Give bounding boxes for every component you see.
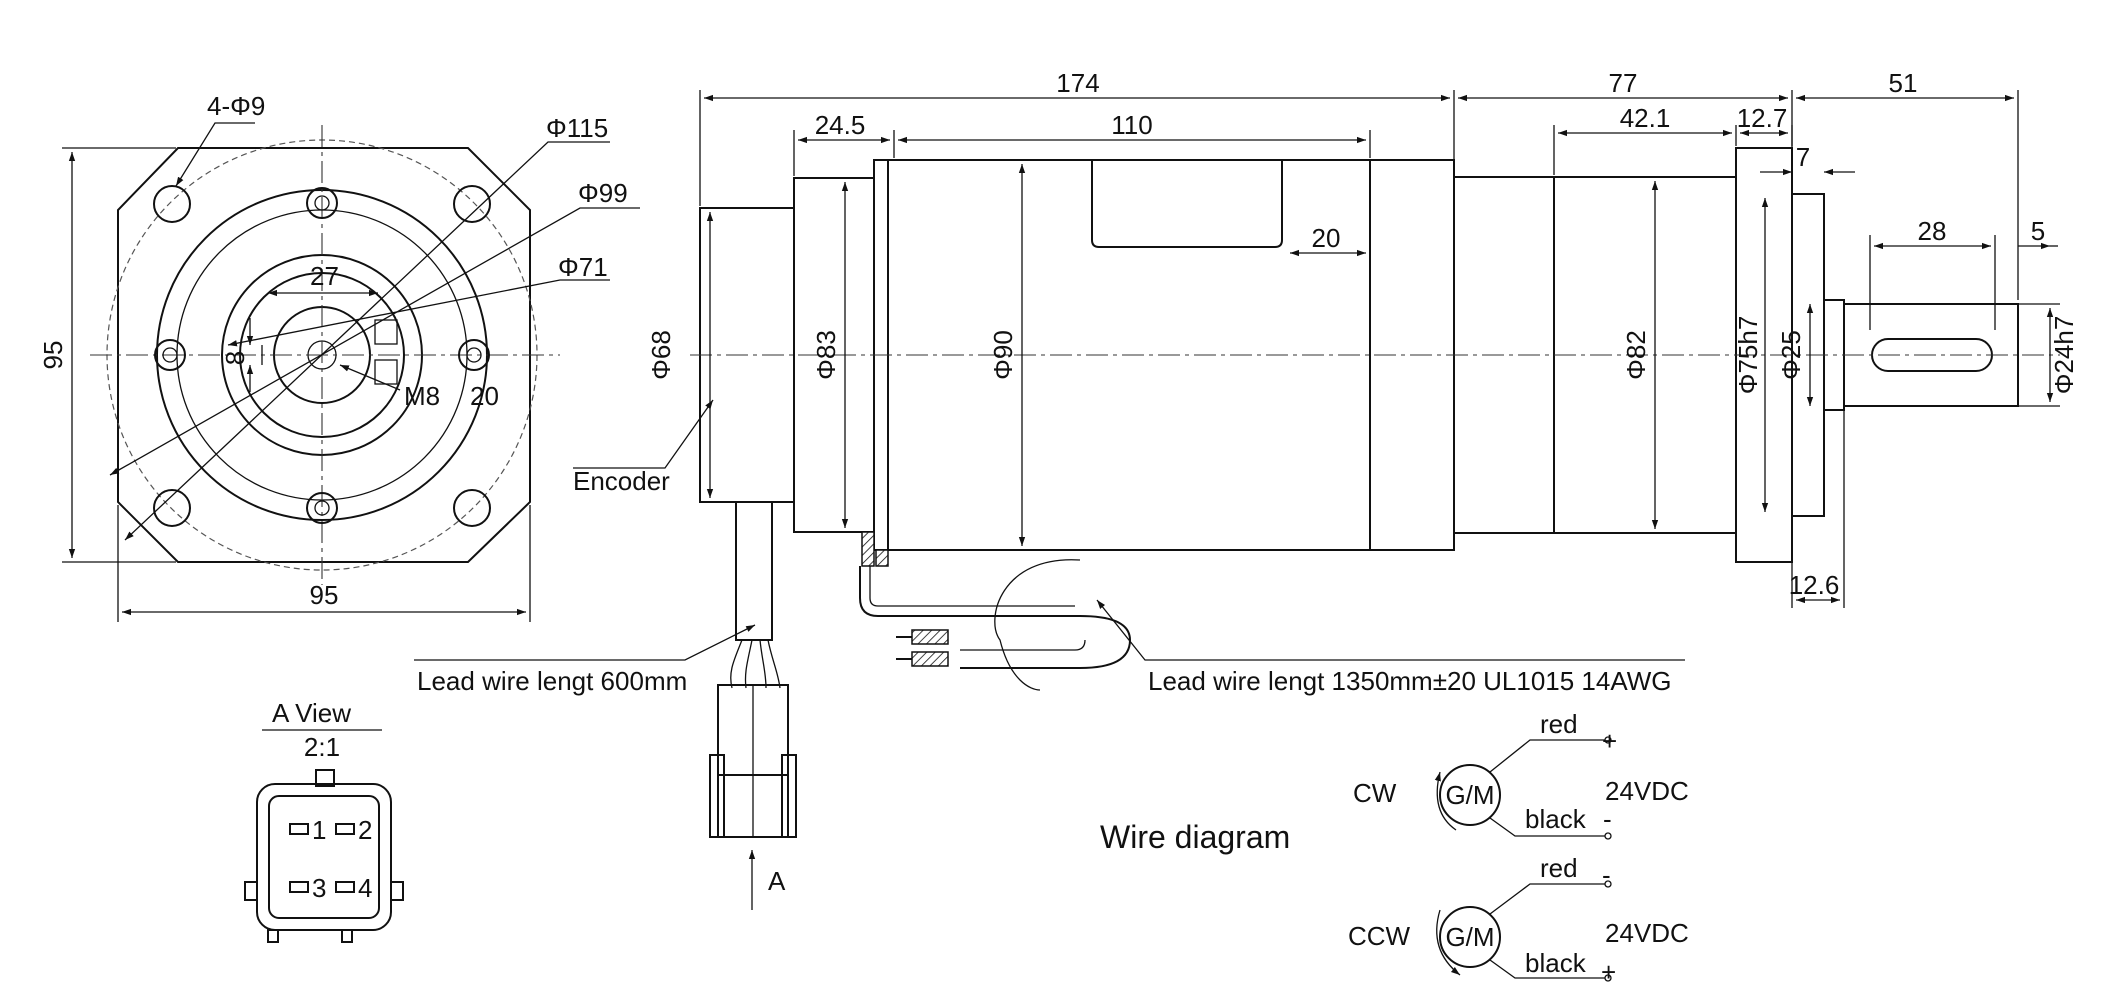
view-a-marker: A: [768, 866, 786, 896]
cw-voltage: 24VDC: [1605, 776, 1689, 806]
dim-d75: Φ75h7: [1733, 316, 1763, 395]
ccw-minus-sign: -: [1602, 860, 1611, 890]
pin-2-label: 2: [358, 815, 372, 845]
ccw-label: CCW: [1348, 921, 1411, 951]
connector-view: A View 2:1 1 2 3 4: [245, 698, 403, 942]
thread-label: M8: [404, 381, 440, 411]
short-lead-cable: [710, 502, 796, 837]
ccw-black-wire: black: [1525, 948, 1587, 978]
dim-51: 51: [1889, 68, 1918, 98]
dim-d90: Φ90: [988, 330, 1018, 380]
encoder-label: Encoder: [573, 466, 670, 496]
dim-d83: Φ83: [811, 330, 841, 380]
height-label: 95: [38, 341, 68, 370]
scale-label: 2:1: [304, 732, 340, 762]
dim-28: 28: [1918, 216, 1947, 246]
d27-label: 27: [310, 261, 339, 291]
bolt-hole-label: 4-Φ9: [207, 91, 265, 121]
dim-12-6: 12.6: [1789, 570, 1840, 600]
view-label: A View: [272, 698, 351, 728]
pin-3-socket: [290, 882, 308, 892]
pin-3-label: 3: [312, 873, 326, 903]
d99-label: Φ99: [578, 178, 628, 208]
dim-20: 20: [1312, 223, 1341, 253]
long-lead-label: Lead wire lengt 1350mm±20 UL1015 14AWG: [1148, 666, 1672, 696]
dim-d25: Φ25: [1776, 330, 1806, 380]
front-view: 4-Φ9 Φ115 Φ99 Φ71 27 8 M8 20 95 95: [38, 91, 640, 622]
d71-label: Φ71: [558, 252, 608, 282]
wire-diagram-title: Wire diagram: [1100, 819, 1290, 855]
pin-1-label: 1: [312, 815, 326, 845]
wire-diagram: Wire diagram CW G/M red + black - 24VDC …: [1100, 709, 1689, 987]
ccw-plus-sign: +: [1601, 957, 1616, 987]
pin-4-label: 4: [358, 873, 372, 903]
cw-circuit: CW G/M red + black - 24VDC: [1353, 709, 1689, 839]
dim-24-5: 24.5: [815, 110, 866, 140]
dim-d68: Φ68: [646, 330, 676, 380]
pin-4-socket: [336, 882, 354, 892]
d115-label: Φ115: [546, 113, 608, 143]
dim-77: 77: [1609, 68, 1638, 98]
cw-motor-label: G/M: [1445, 780, 1494, 810]
connector-outer: [257, 784, 391, 930]
cw-plus-sign: +: [1602, 726, 1617, 756]
cw-minus-sign: -: [1603, 804, 1612, 834]
ccw-voltage: 24VDC: [1605, 918, 1689, 948]
dim-d24: Φ24h7: [2049, 316, 2079, 395]
cw-black-wire: black: [1525, 804, 1587, 834]
dim-d82: Φ82: [1621, 330, 1651, 380]
dim-110: 110: [1111, 110, 1152, 140]
width-label: 95: [310, 580, 339, 610]
motor-window: [1092, 160, 1282, 247]
ccw-circuit: CCW G/M red - black + 24VDC: [1348, 853, 1689, 987]
dim-12-7: 12.7: [1737, 103, 1788, 133]
ccw-red-wire: red: [1540, 853, 1578, 883]
key-tab-top: [375, 320, 397, 344]
ccw-motor-label: G/M: [1445, 922, 1494, 952]
d20-label: 20: [470, 381, 499, 411]
d8-label: 8: [220, 351, 250, 365]
long-lead-cable: [860, 560, 1130, 690]
cw-red-wire: red: [1540, 709, 1578, 739]
dim-174: 174: [1056, 68, 1099, 98]
pin-1-socket: [290, 824, 308, 834]
dim-5: 5: [2031, 216, 2045, 246]
cw-label: CW: [1353, 778, 1397, 808]
dim-7: 7: [1796, 142, 1810, 172]
dim-42-1: 42.1: [1620, 103, 1671, 133]
pin-2-socket: [336, 824, 354, 834]
side-view: 174 77 51 24.5 110 42.1 12.7 7 28 5 20 1…: [414, 68, 2079, 910]
short-lead-label: Lead wire lengt 600mm: [417, 666, 687, 696]
